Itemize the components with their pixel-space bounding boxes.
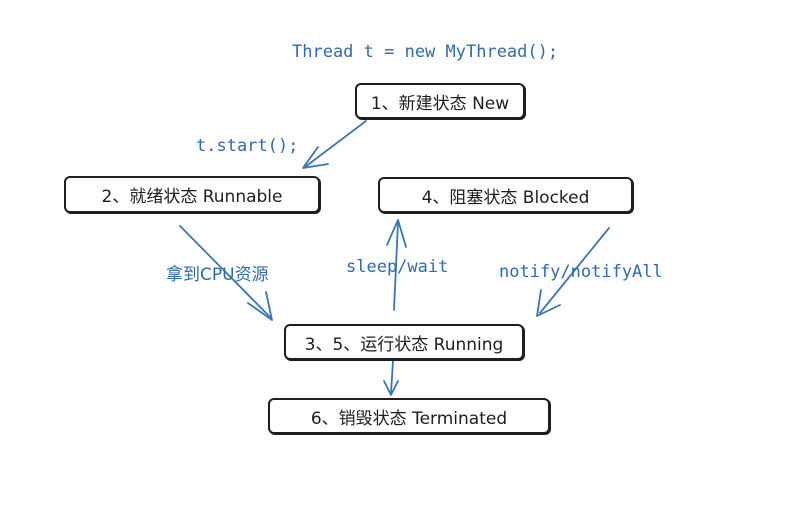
edge-label-sleep-wait: sleep/wait bbox=[346, 257, 449, 277]
edge-label-get-cpu: 拿到CPU资源 bbox=[166, 265, 269, 285]
arrowhead-running-to-terminated bbox=[383, 380, 399, 396]
edge-label-start: t.start(); bbox=[196, 136, 299, 156]
state-running-box: 3、5、运行状态 Running bbox=[284, 324, 524, 360]
arrow-runnable-to-running bbox=[179, 225, 271, 318]
state-new-box: 1、新建状态 New bbox=[355, 83, 525, 119]
code-label: Thread t = new MyThread(); bbox=[292, 42, 559, 62]
state-runnable-box: 2、就绪状态 Runnable bbox=[64, 176, 320, 213]
arrow-running-to-blocked bbox=[393, 221, 399, 311]
arrow-blocked-to-running bbox=[539, 227, 610, 314]
arrowhead-new-to-runnable bbox=[302, 146, 329, 169]
arrowhead-blocked-to-running bbox=[536, 289, 561, 317]
arrow-running-to-terminated bbox=[390, 360, 394, 394]
state-terminated-box: 6、销毁状态 Terminated bbox=[268, 398, 550, 434]
arrowhead-runnable-to-running bbox=[247, 291, 273, 321]
edge-label-notify: notify/notifyAll bbox=[499, 262, 663, 282]
arrowhead-running-to-blocked bbox=[386, 219, 407, 248]
arrow-new-to-runnable bbox=[304, 120, 367, 168]
state-blocked-box: 4、阻塞状态 Blocked bbox=[378, 177, 633, 213]
